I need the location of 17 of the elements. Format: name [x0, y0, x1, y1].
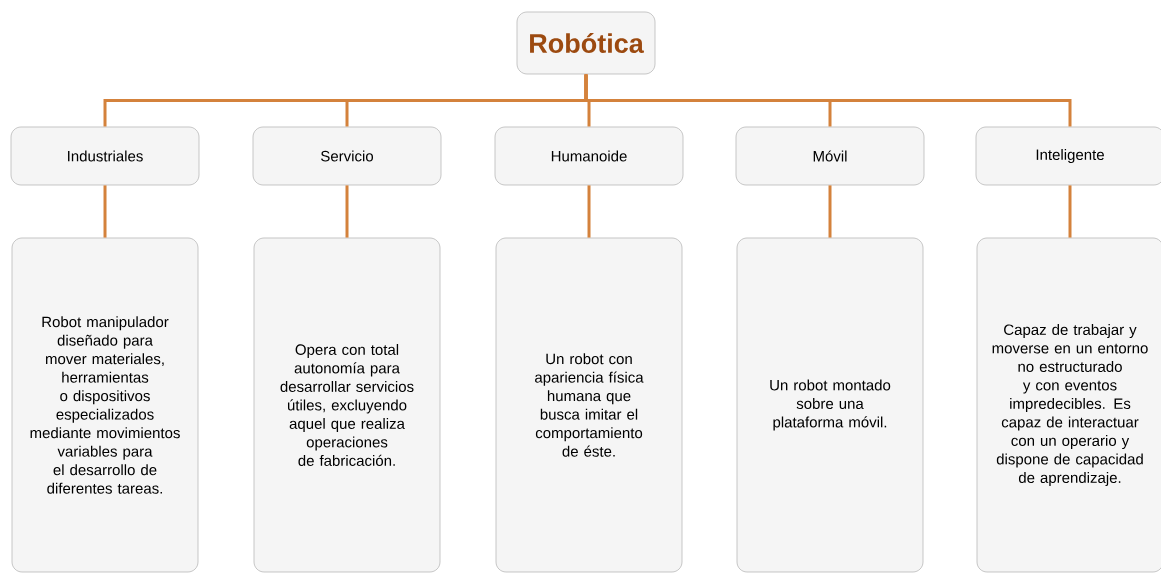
description-box: Un robot con apariencia física humana que busca imitar el comportamiento de éste.: [495, 237, 683, 573]
connector-line: [828, 185, 832, 238]
connector-line: [1068, 185, 1072, 238]
description-box: Capaz de trabajar y moverse en un entorno no estructurado y con eventos impredecibles. Es capaz de interactuar con un operario y dispone de capacidad de aprendizaje.: [976, 237, 1161, 573]
category-box: Industriales: [10, 126, 200, 186]
connector-line: [587, 185, 591, 238]
category-box: Humanoide: [494, 126, 684, 186]
category-box: Inteligente: [975, 126, 1161, 186]
description-box: Robot manipulador diseñado para mover materiales, herramientas o dispositivos especializados mediante movimientos variables para el desarrollo de diferentes tareas.: [11, 237, 199, 573]
category-box: Móvil: [735, 126, 925, 186]
description-box: Un robot montado sobre una plataforma móvil.: [736, 237, 924, 573]
category-box: Servicio: [252, 126, 442, 186]
connector-line: [345, 185, 349, 238]
title-box: Robótica: [516, 11, 656, 75]
connector-line: [584, 74, 1072, 127]
connector-line: [103, 185, 107, 238]
description-box: Opera con total autonomía para desarrollar servicios útiles, excluyendo aquel que realiza operaciones de fabricación.: [253, 237, 441, 573]
